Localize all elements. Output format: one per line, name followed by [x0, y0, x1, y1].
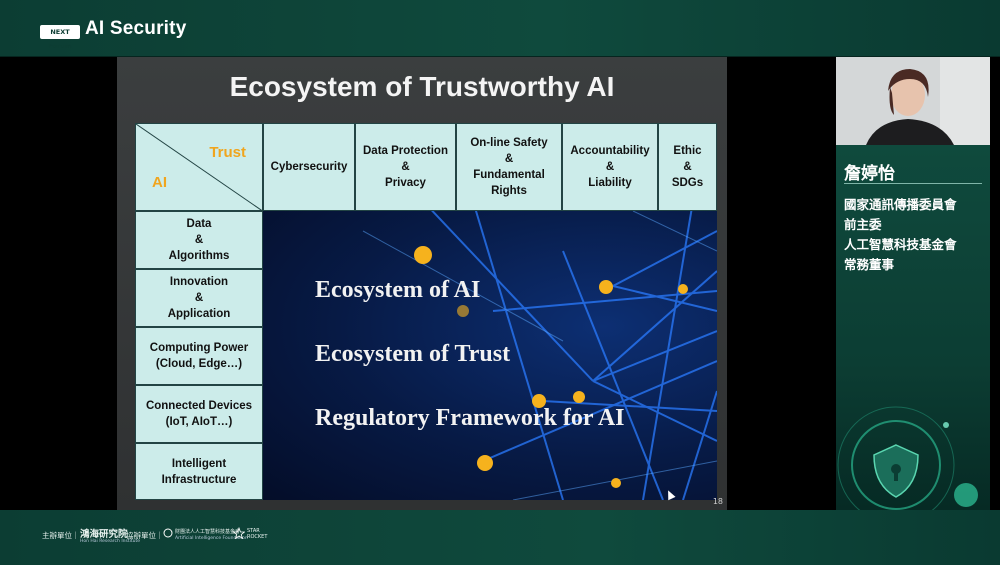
- speaker-avatar: [836, 57, 990, 145]
- column-header-data-protection: Data Protection & Privacy: [355, 123, 456, 211]
- column-header-accountability: Accountability & Liability: [562, 123, 658, 211]
- coorganizer-star-rocket: STAR ROCKET: [247, 528, 268, 540]
- organizer-label: 主辦單位｜: [42, 531, 80, 540]
- row-header-connected-devices: Connected Devices (IoT, AIoT…): [135, 385, 263, 443]
- presentation-slide: Ecosystem of Trustworthy AI Trust AI Cyb…: [117, 57, 727, 510]
- network-image: Ecosystem of AI Ecosystem of Trust Regul…: [263, 211, 717, 500]
- speaker-title-line: 人工智慧科技基金會: [844, 237, 957, 252]
- network-line-regulatory: Regulatory Framework for AI: [315, 405, 625, 431]
- slide-title: Ecosystem of Trustworthy AI: [229, 71, 615, 102]
- foundation-logo-icon: [163, 528, 173, 538]
- network-line-ai: Ecosystem of AI: [315, 277, 481, 303]
- speaker-divider: [844, 183, 982, 184]
- network-graphic: [362, 211, 717, 500]
- banner-title: AI Security: [85, 18, 187, 39]
- coorganizer-foundation-subtext: Artificial Intelligence Foundation: [175, 536, 248, 541]
- speaker-name: 詹婷怡: [844, 164, 895, 184]
- next-forum-logo: NEXT Forum: [40, 25, 80, 50]
- speaker-info-panel: 詹婷怡 國家通訊傳播委員會 前主委 人工智慧科技基金會 常務董事: [836, 145, 990, 510]
- shield-decoration-icon: [837, 406, 978, 510]
- row-header-data-algorithms: Data & Algorithms: [135, 211, 263, 269]
- table-corner-cell: Trust AI: [135, 123, 264, 212]
- coorganizer-label: 協辦單位｜: [126, 531, 164, 540]
- network-line-trust: Ecosystem of Trust: [315, 341, 511, 367]
- ai-label: AI: [152, 174, 167, 191]
- coorganizer-foundation: 財團法人人工智慧科技基金會: [175, 529, 241, 535]
- star-rocket-logo-icon: [233, 527, 245, 539]
- trust-label: Trust: [209, 144, 246, 161]
- row-header-innovation: Innovation & Application: [135, 269, 263, 327]
- bottom-sponsor-bar: 主辦單位｜ 鴻海研究院 Hon Hai Research Institute 協…: [0, 510, 1000, 565]
- speaker-title-line: 常務董事: [844, 257, 895, 272]
- column-header-online-safety: On-line Safety & Fundamental Rights: [456, 123, 562, 211]
- column-header-cybersecurity: Cybersecurity: [263, 123, 355, 211]
- top-banner: NEXT Forum AI Security: [0, 0, 1000, 57]
- row-header-intelligent-infrastructure: Intelligent Infrastructure: [135, 443, 263, 500]
- column-header-ethic: Ethic & SDGs: [658, 123, 717, 211]
- speaker-title-line: 前主委: [844, 217, 882, 232]
- speaker-video: [836, 57, 990, 145]
- organizer-logo-text: 鴻海研究院: [80, 529, 128, 540]
- row-header-computing-power: Computing Power (Cloud, Edge…): [135, 327, 263, 385]
- slide-page-number: 18: [712, 497, 723, 506]
- organizer-logo-subtext: Hon Hai Research Institute: [80, 539, 141, 544]
- diagonal-divider: [136, 124, 264, 212]
- speaker-title-line: 國家通訊傳播委員會: [844, 197, 957, 212]
